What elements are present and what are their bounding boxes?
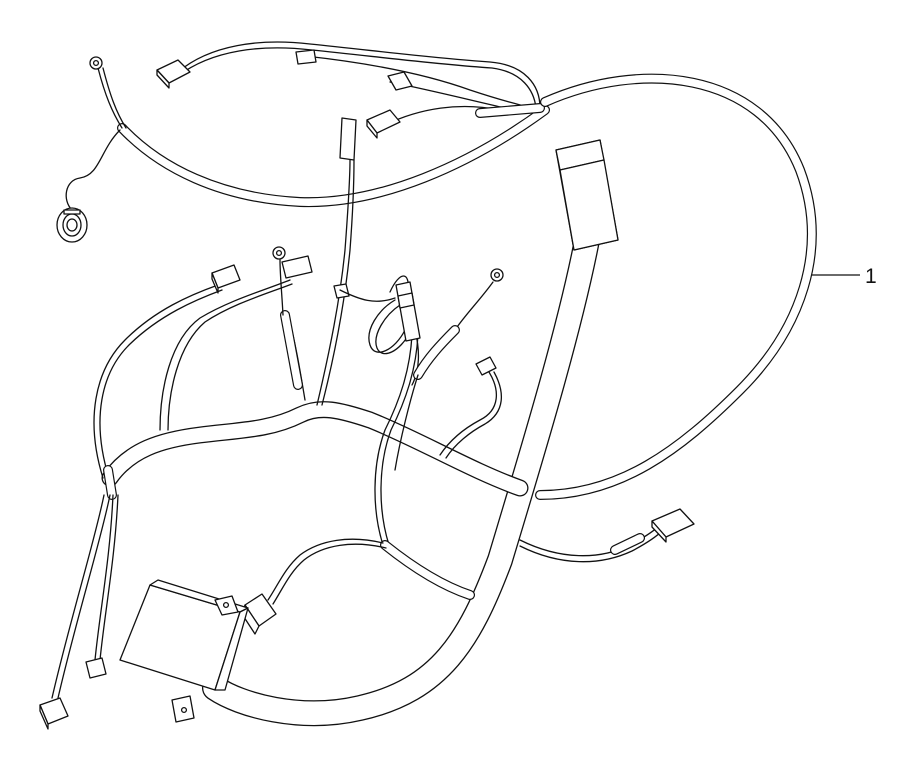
connector-small-right [439,356,503,459]
connector-center-1 [281,255,313,279]
ring-terminal-top-left [89,56,103,70]
ring-branch-right [394,281,494,471]
fuse-holder [395,281,421,342]
right-lower-branch [519,524,663,563]
callout-1: 1 [812,265,877,288]
left-upper-branch [93,284,223,479]
connector-left-bottom [39,697,69,730]
connector-center-2 [339,117,357,161]
lower-center-branch [267,538,475,605]
grommet-plug [56,207,88,243]
ring-terminal-center [272,246,286,260]
main-thick-cable [202,222,601,727]
right-loop-harness [535,73,817,500]
connector-top-1 [156,59,191,89]
center-up-wires [159,159,355,431]
central-harness [101,401,529,497]
connector-right-lower [651,508,695,543]
connector-lower-center [241,593,277,635]
upper-harness-branch [65,41,550,211]
left-lower-branch [51,465,119,699]
connector-left-mid [85,657,107,679]
ring-terminal-right [490,268,504,282]
relay-box [555,139,619,251]
connector-top-2 [295,49,317,65]
connector-top-3 [387,71,413,91]
callout-label: 1 [865,265,877,288]
connector-top-4 [366,109,401,139]
electronic-module-box [119,579,249,723]
connector-left-upper [211,264,241,294]
